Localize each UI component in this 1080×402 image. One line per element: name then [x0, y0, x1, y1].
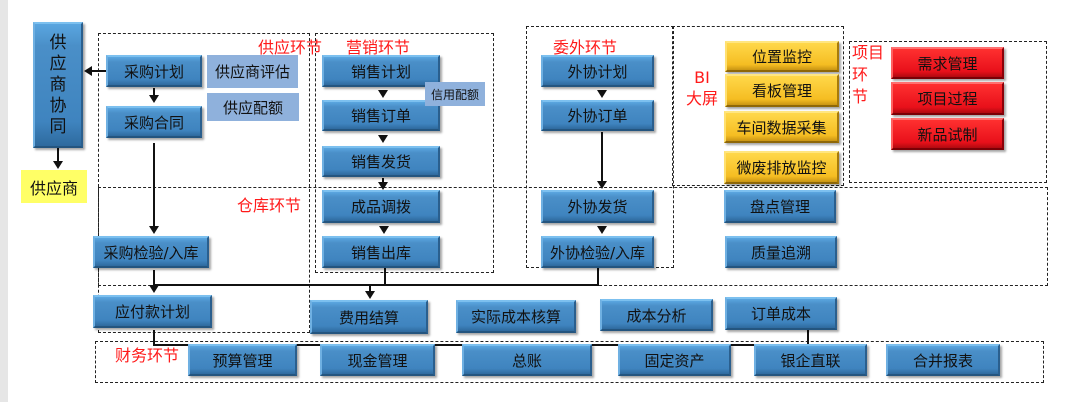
marketing-region [315, 33, 494, 273]
project-label-line3: 节 [852, 87, 869, 106]
expense-settlement-box[interactable]: 费用结算 [310, 300, 428, 334]
supply-section-label: 供应环节 [258, 38, 323, 57]
arrow-down-icon [365, 291, 375, 299]
project-label-line1: 项目 [852, 43, 885, 62]
project-item-process[interactable]: 项目过程 [891, 82, 1004, 115]
arrow-down-icon [149, 226, 159, 234]
connector [153, 143, 155, 227]
bi-label-line2: 大屏 [686, 89, 719, 108]
connector [92, 70, 108, 72]
finance-item-fixed-assets[interactable]: 固定资产 [618, 344, 731, 376]
connector [153, 330, 155, 345]
bi-item-kanban[interactable]: 看板管理 [725, 74, 839, 107]
arrow-down-icon [597, 181, 607, 189]
connector [57, 148, 59, 162]
finance-item-bank-link[interactable]: 银企直联 [754, 344, 867, 376]
credit-quota-box[interactable]: 信用配额 [425, 82, 485, 106]
bi-label-line1: BI [694, 68, 710, 87]
sales-shipment-box[interactable]: 销售发货 [322, 146, 440, 177]
connector [153, 270, 155, 286]
arrow-down-icon [53, 161, 63, 169]
project-region [849, 41, 1047, 183]
arrow-down-icon [378, 135, 388, 143]
finance-item-consolidated[interactable]: 合并报表 [886, 344, 1000, 376]
finance-item-budget[interactable]: 预算管理 [188, 344, 297, 376]
finance-region [95, 341, 1044, 383]
finance-item-cash[interactable]: 现金管理 [320, 344, 435, 376]
connector [153, 88, 155, 95]
arrow-down-icon [379, 226, 389, 234]
connector [601, 132, 603, 182]
outsource-section-label: 委外环节 [553, 38, 618, 57]
bi-item-emission-monitor[interactable]: 微废排放监控 [724, 151, 839, 184]
bi-region [672, 26, 844, 186]
actual-cost-box[interactable]: 实际成本核算 [456, 300, 576, 333]
product-transfer-box[interactable]: 成品调拨 [322, 190, 440, 223]
arrow-down-icon [149, 285, 159, 293]
warehouse-section-label: 仓库环节 [237, 196, 302, 215]
outsource-inspection-box[interactable]: 外协检验/入库 [541, 236, 654, 268]
arrow-down-icon [149, 95, 159, 103]
supplier-box[interactable]: 供应商 [21, 170, 87, 203]
order-cost-box[interactable]: 订单成本 [725, 297, 837, 330]
project-item-requirements[interactable]: 需求管理 [891, 47, 1004, 79]
purchase-inspection-box[interactable]: 采购检验/入库 [93, 236, 209, 268]
supply-quota-box[interactable]: 供应配额 [207, 93, 299, 121]
inventory-count-box[interactable]: 盘点管理 [724, 190, 836, 223]
connector [369, 284, 371, 292]
project-label-line2: 环 [852, 65, 869, 84]
arrow-down-icon [597, 226, 607, 234]
purchase-contract-box[interactable]: 采购合同 [106, 106, 202, 138]
bi-item-workshop-data[interactable]: 车间数据采集 [724, 111, 839, 143]
arrow-down-icon [597, 90, 607, 98]
connector [597, 268, 599, 285]
left-margin-strip [0, 0, 8, 402]
connector [384, 268, 386, 285]
supply-region [98, 33, 310, 333]
sales-order-box[interactable]: 销售订单 [322, 100, 440, 131]
arrow-down-icon [378, 182, 388, 190]
outsource-order-box[interactable]: 外协订单 [541, 100, 654, 131]
supplier-evaluation-box[interactable]: 供应商评估 [207, 55, 298, 88]
project-item-trial[interactable]: 新品试制 [891, 118, 1004, 150]
outsource-plan-box[interactable]: 外协计划 [541, 55, 654, 87]
connector [807, 330, 809, 345]
bi-item-location-monitor[interactable]: 位置监控 [725, 41, 839, 72]
connector [382, 178, 384, 184]
arrow-down-icon [378, 90, 388, 98]
quality-trace-box[interactable]: 质量追溯 [725, 236, 837, 268]
finance-item-ledger[interactable]: 总账 [462, 344, 592, 376]
payable-plan-box[interactable]: 应付款计划 [93, 295, 212, 328]
purchase-plan-box[interactable]: 采购计划 [106, 55, 202, 87]
arrow-left-icon [84, 66, 92, 76]
sales-outbound-box[interactable]: 销售出库 [322, 236, 440, 268]
outsource-shipment-box[interactable]: 外协发货 [541, 190, 654, 223]
marketing-section-label: 营销环节 [346, 38, 411, 57]
connector [153, 284, 599, 286]
cost-analysis-box[interactable]: 成本分析 [600, 299, 713, 331]
finance-section-label: 财务环节 [115, 346, 180, 365]
sales-plan-box[interactable]: 销售计划 [322, 55, 440, 87]
supplier-collaboration-box[interactable]: 供应商协同 [33, 22, 83, 148]
